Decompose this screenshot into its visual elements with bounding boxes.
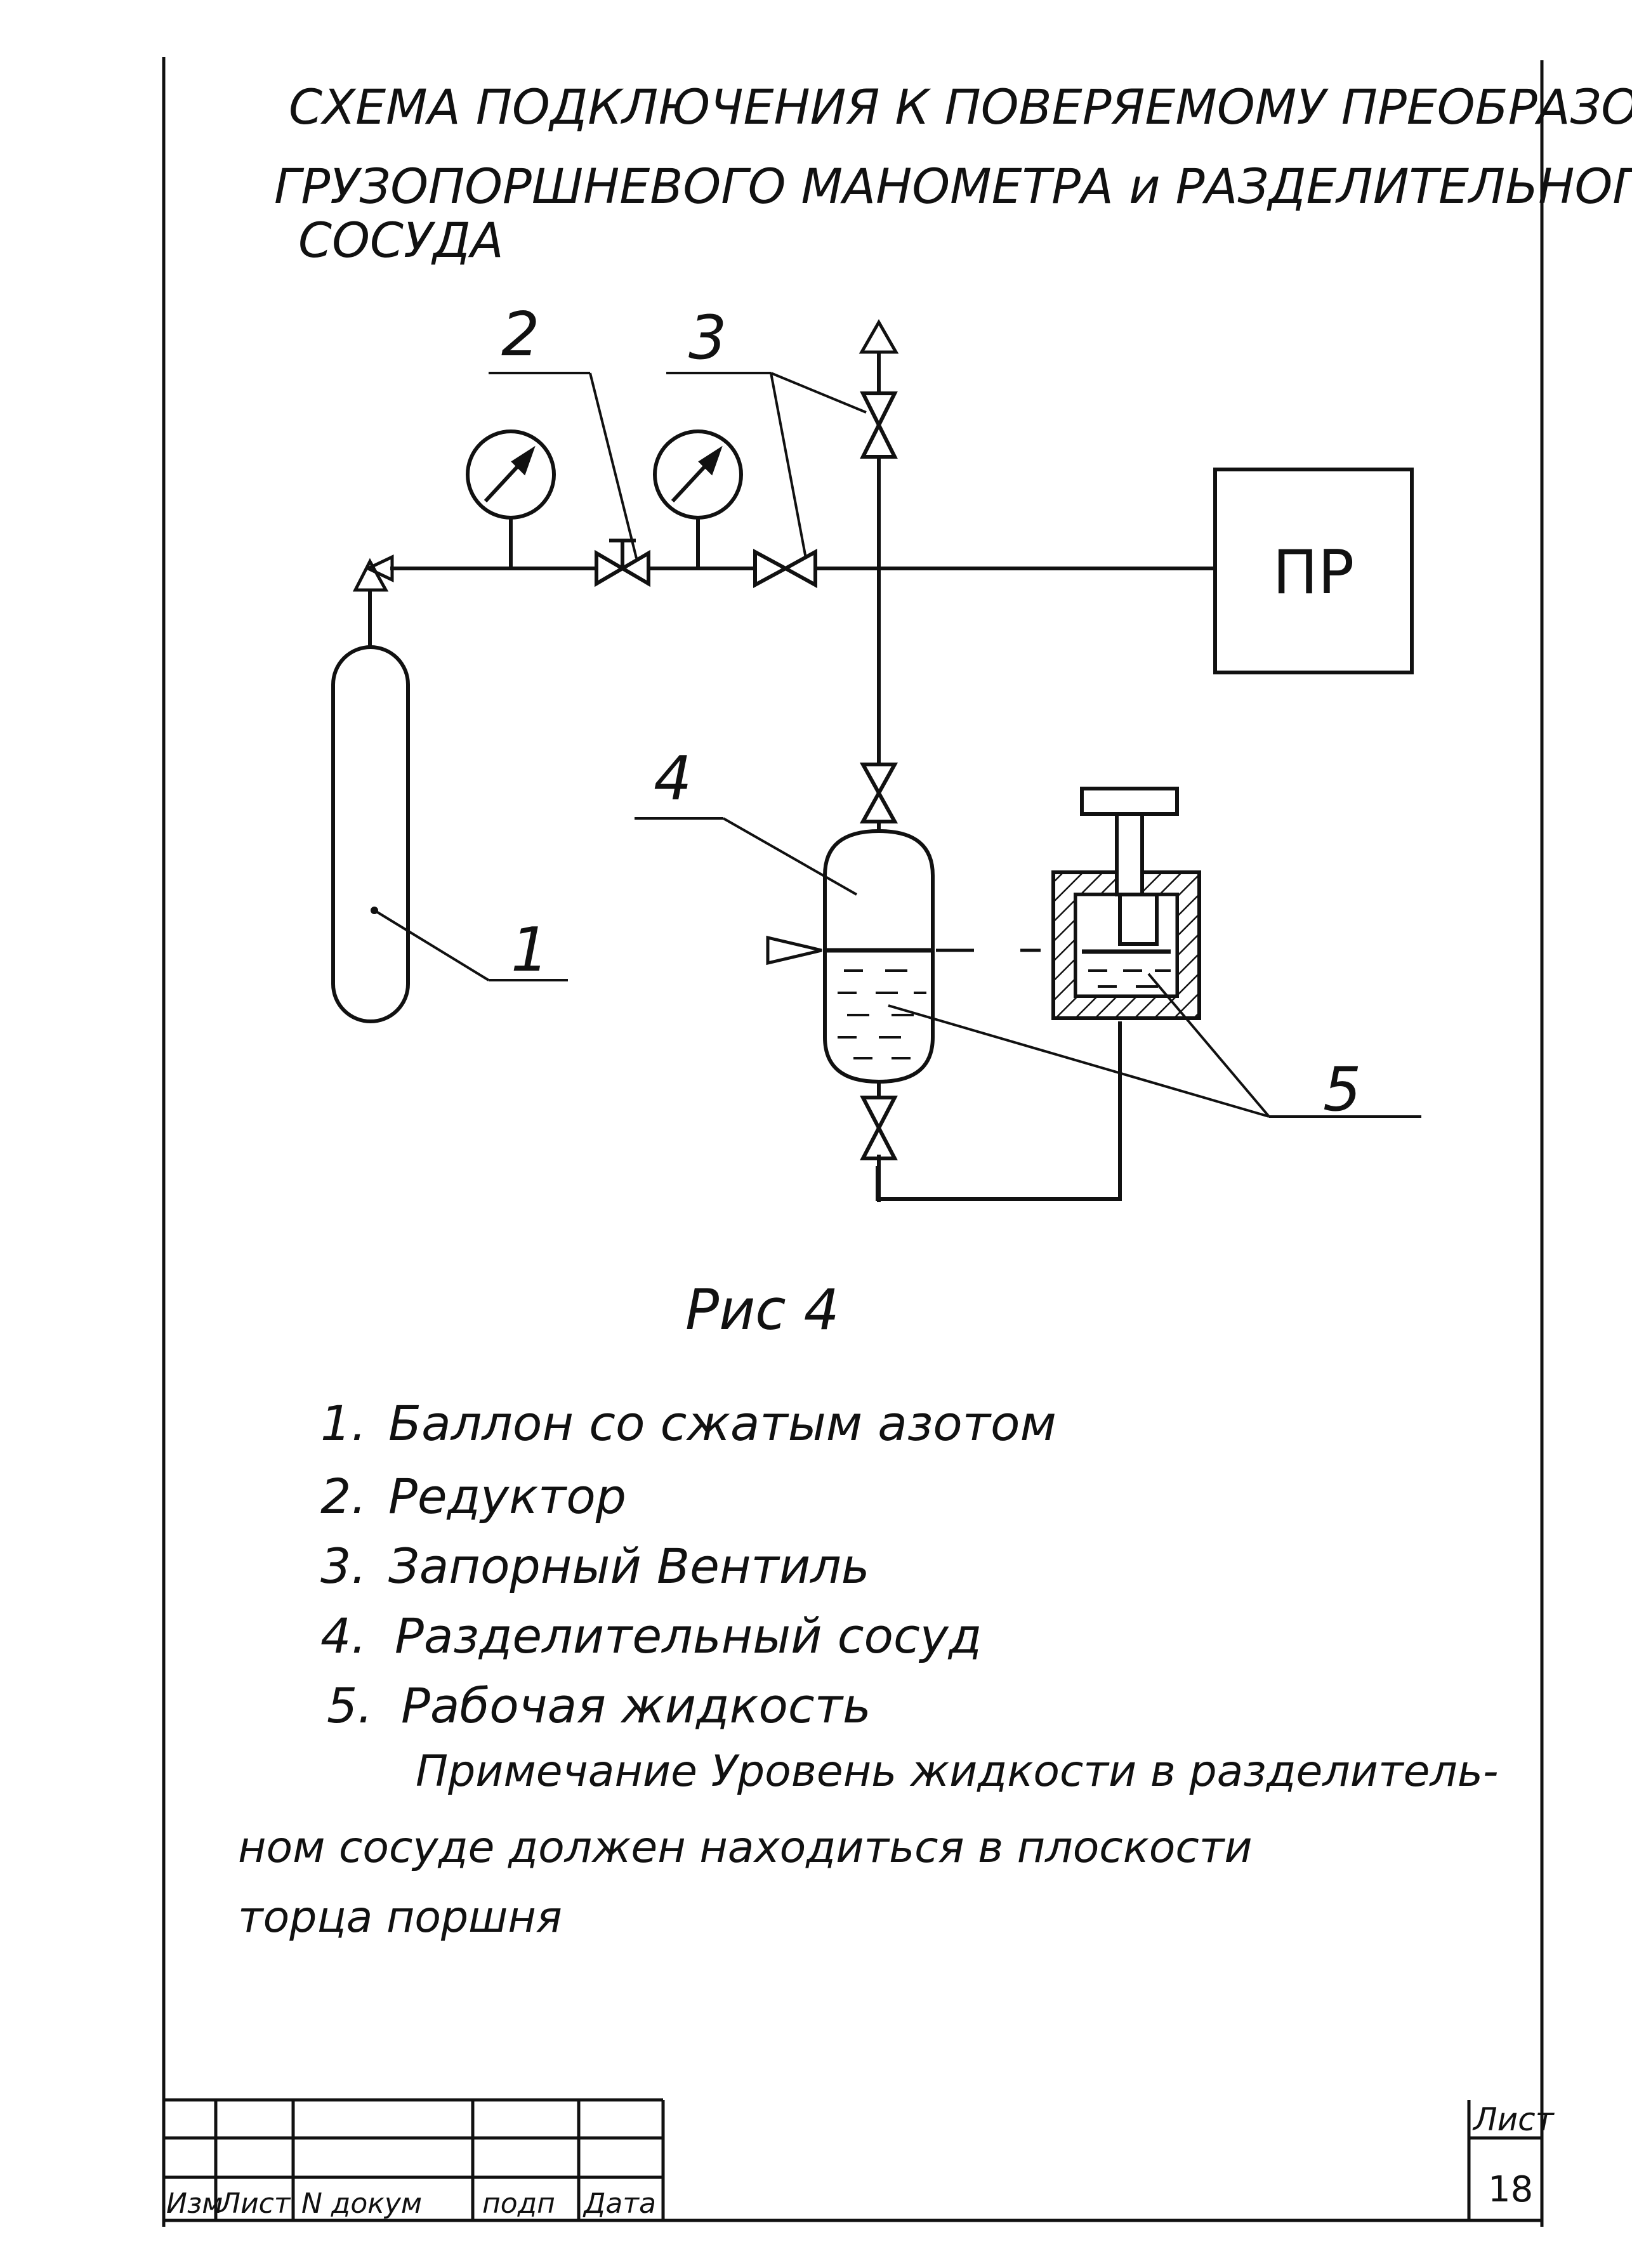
legend-text-5: Рабочая жидкость xyxy=(401,1677,871,1734)
title-block-col-date: Дата xyxy=(582,2187,656,2220)
callout-leaders xyxy=(373,372,1421,1118)
callout-4: 4 xyxy=(654,744,692,814)
legend-num-2: 2. xyxy=(320,1468,367,1524)
pipeline xyxy=(368,352,1215,1202)
separator-drain-valve-icon xyxy=(860,1082,898,1160)
note-line-2: ном сосуде должен находиться в плоскости xyxy=(238,1823,1253,1873)
figure-caption: Рис 4 xyxy=(685,1277,839,1342)
gas-cylinder xyxy=(331,645,410,1023)
title-block-sheet-label: Лист xyxy=(1472,2101,1555,2138)
piston-gauge xyxy=(1051,787,1201,1020)
legend-text-1: Баллон со сжатым азотом xyxy=(388,1395,1056,1452)
callout-1: 1 xyxy=(511,915,549,985)
title-block-sheet-number: 18 xyxy=(1488,2169,1533,2210)
sheet-frame xyxy=(162,57,1544,2227)
title-block-col-list: Лист xyxy=(218,2187,291,2220)
title-line-2: ГРУЗОПОРШНЕВОГО МАНОМЕТРА и РАЗДЕЛИТЕЛЬН… xyxy=(274,158,1632,214)
callout-2: 2 xyxy=(501,300,539,370)
legend-num-3: 3. xyxy=(320,1538,367,1594)
legend-num-4: 4. xyxy=(320,1608,367,1664)
pressure-gauge-icon xyxy=(466,429,556,520)
reducer-valve-icon xyxy=(595,539,650,587)
callout-5: 5 xyxy=(1323,1055,1361,1125)
side-valve-icon xyxy=(766,935,822,966)
legend-text-4: Разделительный сосуд xyxy=(395,1608,982,1664)
converter-box xyxy=(1213,468,1414,674)
legend: 1. Баллон со сжатым азотом 2. Редуктор 3… xyxy=(320,1395,1056,1734)
outlet-arrow-icon xyxy=(859,318,899,354)
elbow-nozzle-icon xyxy=(364,554,394,582)
separating-vessel xyxy=(823,829,935,1084)
title-line-3: СОСУДА xyxy=(298,212,504,268)
shutoff-valve-icon xyxy=(860,391,898,459)
title-block xyxy=(164,2098,1542,2222)
legend-text-3: Запорный Вентиль xyxy=(388,1538,870,1594)
title-block-col-doc: N докум xyxy=(301,2187,422,2220)
title-block-col-sign: подп xyxy=(482,2187,555,2220)
note-line-3: торца поршня xyxy=(238,1892,562,1943)
converter-label: ПР xyxy=(1273,538,1355,608)
legend-text-2: Редуктор xyxy=(388,1468,626,1524)
note: Примечание Уровень жидкости в разделител… xyxy=(238,1747,1499,1943)
sheet-title: СХЕМА ПОДКЛЮЧЕНИЯ К ПОВЕРЯЕМОМУ ПРЕОБРАЗ… xyxy=(274,79,1632,268)
working-liquid-in-vessel xyxy=(838,969,926,1059)
legend-num-5: 5. xyxy=(327,1677,373,1734)
title-block-col-izm: Изм xyxy=(166,2187,223,2220)
shutoff-valve-icon xyxy=(753,548,817,589)
title-line-1: СХЕМА ПОДКЛЮЧЕНИЯ К ПОВЕРЯЕМОМУ ПРЕОБРАЗ… xyxy=(289,79,1632,135)
pressure-gauge-icon xyxy=(653,429,743,520)
note-line-1: Примечание Уровень жидкости в разделител… xyxy=(416,1747,1499,1797)
legend-num-1: 1. xyxy=(320,1395,367,1452)
separator-inlet-valve-icon xyxy=(859,763,898,831)
cylinder-connector-icon xyxy=(352,558,389,592)
callout-3: 3 xyxy=(688,303,727,373)
